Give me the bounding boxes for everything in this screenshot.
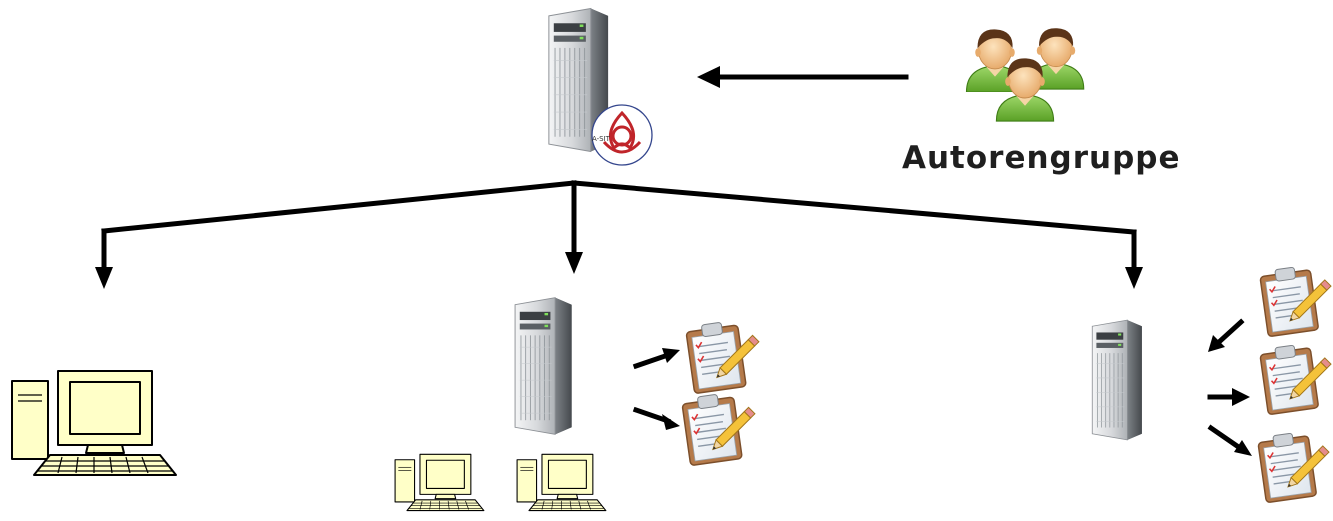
branch-left-line	[101, 180, 577, 234]
clipboard-form-icon	[680, 391, 756, 466]
connector-arrows	[101, 74, 1245, 452]
server-tower-icon	[1091, 319, 1143, 441]
user-group-icon	[965, 27, 1085, 122]
arrow-head-down-left	[95, 267, 113, 289]
clipboard-form-icon	[1258, 264, 1332, 338]
form-to-server-arrow-line	[1215, 318, 1245, 346]
arrow-head-form-4	[1234, 440, 1252, 456]
clipboard-form-icon	[684, 319, 760, 394]
server-to-form-arrow-2-line	[632, 406, 672, 425]
arrow-head-down-center	[565, 252, 583, 274]
arrow-head-down-right	[1125, 267, 1143, 289]
a-sit-badge-text: A-SIT	[592, 135, 611, 143]
branch-right-line	[571, 180, 1137, 235]
author-group-label: Autorengruppe	[902, 140, 1181, 176]
arrow-head-into-server	[1208, 335, 1225, 352]
arrow-head-form-2	[662, 414, 680, 430]
server-to-form-arrow-4-line	[1207, 424, 1244, 452]
standalone-client-node	[10, 369, 178, 477]
desktop-computer-icon	[394, 453, 485, 512]
author-group	[965, 27, 1085, 122]
arrow-heads	[95, 66, 1252, 456]
desktop-computer-icon	[516, 453, 607, 512]
a-sit-logo: A-SIT	[591, 104, 653, 166]
server-to-form-arrow-1-line	[632, 351, 672, 370]
desktop-computer-icon	[10, 369, 178, 477]
server-tower-icon	[514, 297, 573, 435]
central-server: A-SIT	[548, 7, 653, 166]
arrow-head-left	[697, 66, 720, 88]
local-server-node	[394, 297, 760, 512]
clipboard-form-icon	[1258, 342, 1332, 416]
arrow-head-form-1	[662, 348, 680, 363]
clipboard-form-icon	[1256, 430, 1330, 504]
remote-server-node	[1091, 264, 1332, 504]
arrow-head-form-3	[1232, 388, 1250, 406]
